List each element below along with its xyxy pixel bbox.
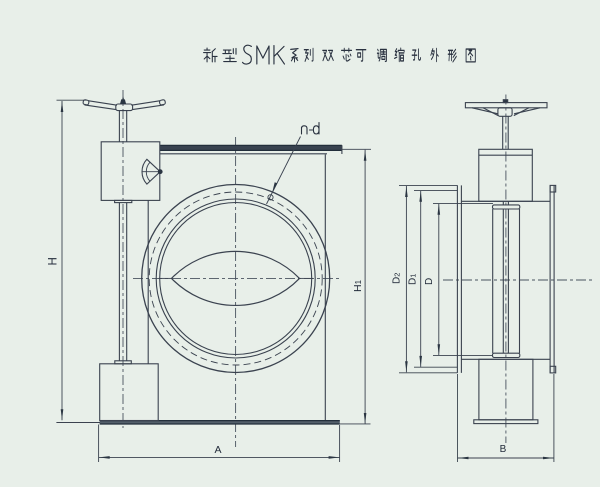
svg-text:B: B bbox=[500, 444, 507, 455]
svg-text:H: H bbox=[48, 257, 60, 265]
svg-text:A: A bbox=[215, 444, 222, 456]
svg-text:H1: H1 bbox=[352, 279, 364, 292]
svg-text:D1: D1 bbox=[408, 274, 419, 285]
svg-text:D2: D2 bbox=[392, 273, 403, 284]
svg-text:D: D bbox=[424, 278, 435, 285]
